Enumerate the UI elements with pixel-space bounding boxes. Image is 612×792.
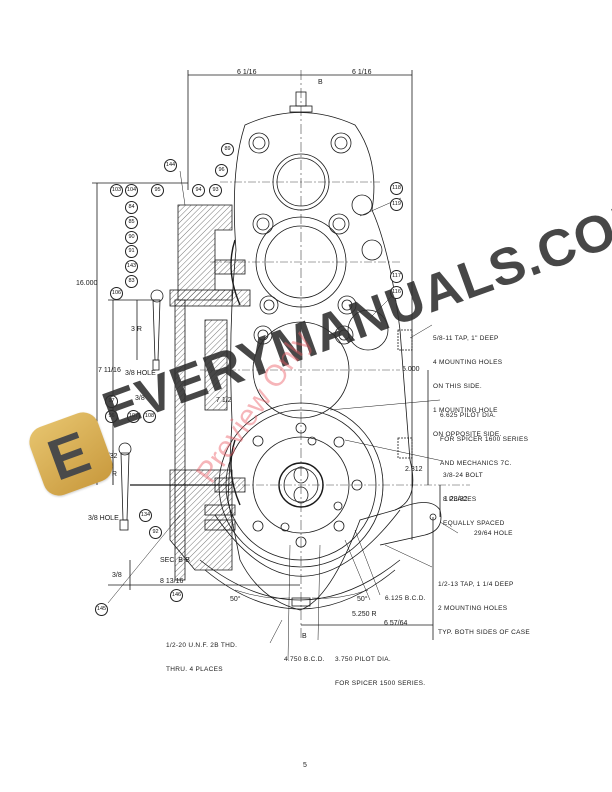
dim-lower-hole: 3/8 HOLE	[88, 515, 119, 522]
part-balloon-93: 93	[209, 184, 222, 197]
note-tap-5-8: 5/8-11 TAP, 1" DEEP 4 MOUNTING HOLES ON …	[433, 335, 503, 438]
dim-offset-7-half: 7 1/2	[216, 397, 232, 404]
bolt-bosses	[248, 132, 357, 345]
dim-top-right-width: 6 1/16	[352, 69, 372, 76]
dim-angle-left: 50°	[230, 596, 241, 603]
part-balloon-119: 119	[390, 198, 403, 211]
section-marker-top: B	[318, 79, 323, 86]
dim-radius-5250: 5.250 R	[352, 611, 377, 618]
part-balloon-96: 96	[215, 164, 228, 177]
part-balloon-118: 118	[390, 182, 403, 195]
dim-right-1-23-32: 1 23/32	[444, 496, 468, 503]
part-balloon-103: 103	[110, 184, 123, 197]
note-tap-1-2-13: 1/2-13 TAP, 1 1/4 DEEP 2 MOUNTING HOLES …	[438, 581, 531, 636]
part-balloon-104: 104	[125, 184, 138, 197]
section-marker-bottom: B	[302, 633, 307, 640]
part-balloon-146: 146	[170, 589, 183, 602]
part-balloon-143: 143	[125, 260, 138, 273]
part-balloon-108: 108	[143, 410, 156, 423]
dim-sec-bottom: 8 13/16	[160, 578, 184, 585]
page-number: 5	[303, 762, 307, 769]
part-balloon-134: 134	[139, 509, 152, 522]
dim-angle-right: 50°	[357, 596, 368, 603]
dim-overall-height: 16.000	[76, 280, 98, 287]
section-view	[169, 204, 251, 581]
dim-top-left-width: 6 1/16	[237, 69, 257, 76]
dim-lever-hole: 3/8 HOLE	[125, 370, 156, 377]
part-balloon-92: 92	[149, 526, 162, 539]
note-thd-1-2-20: 1/2-20 U.N.F. 2B THD. THRU. 4 PLACES	[166, 642, 238, 673]
part-balloon-106: 106	[110, 287, 123, 300]
part-balloon-96: 96	[105, 410, 118, 423]
dim-lever-radius-lower: 3 R	[106, 471, 117, 478]
note-pilot-3750: 3.750 PILOT DIA. FOR SPICER 1500 SERIES.	[335, 656, 426, 687]
note-bcd-4750: 4.750 B.C.D.	[284, 656, 325, 663]
dim-lever-height: 7 11/16	[98, 367, 121, 374]
dim-lever-radius-upper: 3 R	[131, 326, 142, 333]
dim-right-2312: 2.312	[405, 466, 423, 473]
part-balloon-97: 97	[105, 395, 118, 408]
dim-offset-lower: 3/8	[112, 572, 122, 579]
note-hole-29-64: 29/64 HOLE	[474, 530, 513, 537]
part-balloon-107: 107	[127, 410, 140, 423]
note-bcd-6125: 6.125 B.C.D.	[385, 595, 426, 602]
part-balloon-116: 116	[390, 286, 403, 299]
dim-center-5000: 5.000	[402, 366, 420, 373]
dim-offset-upper: 3/8	[135, 395, 145, 402]
part-balloon-117: 117	[390, 270, 403, 283]
part-balloon-95: 95	[151, 184, 164, 197]
part-balloon-89: 89	[221, 143, 234, 156]
part-balloon-83: 83	[125, 275, 138, 288]
section-label: SEC. B-B	[160, 557, 190, 564]
part-balloon-85: 85	[125, 216, 138, 229]
part-balloon-94: 94	[192, 184, 205, 197]
part-balloon-144: 144	[164, 159, 177, 172]
dim-bottom-6-57-64: 6 57/64	[384, 620, 408, 627]
part-balloon-145: 145	[95, 603, 108, 616]
note-pilot-6625: 6.625 PILOT DIA. FOR SPICER 1600 SERIES …	[440, 412, 529, 467]
part-balloon-84: 84	[125, 201, 138, 214]
part-balloon-90: 90	[125, 231, 138, 244]
part-balloon-91: 91	[125, 245, 138, 258]
flange-bolts	[252, 422, 363, 548]
note-bolt-3-8: 3/8-24 BOLT 8 PLACES EQUALLY SPACED	[443, 472, 505, 527]
